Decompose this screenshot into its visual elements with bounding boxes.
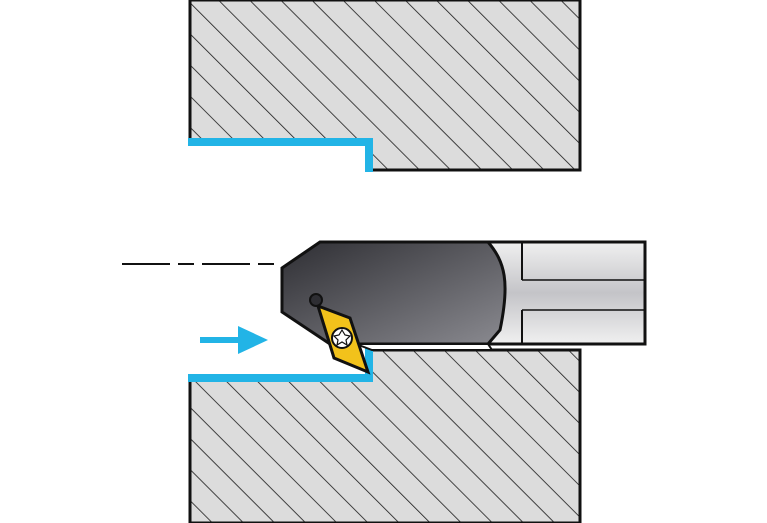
clamp-screw [309, 293, 323, 307]
upper-machined-surface [188, 138, 373, 172]
feed-arrow-head [238, 326, 268, 354]
torx-screw-icon [332, 328, 352, 347]
lower-machined-surface [188, 348, 373, 382]
boring-bar-head [280, 240, 507, 346]
boring-bar-shank [486, 240, 647, 346]
torx-star [332, 328, 352, 347]
arrow-right-icon [200, 326, 268, 354]
tool-underside [355, 343, 494, 351]
cutting-insert [309, 293, 371, 375]
